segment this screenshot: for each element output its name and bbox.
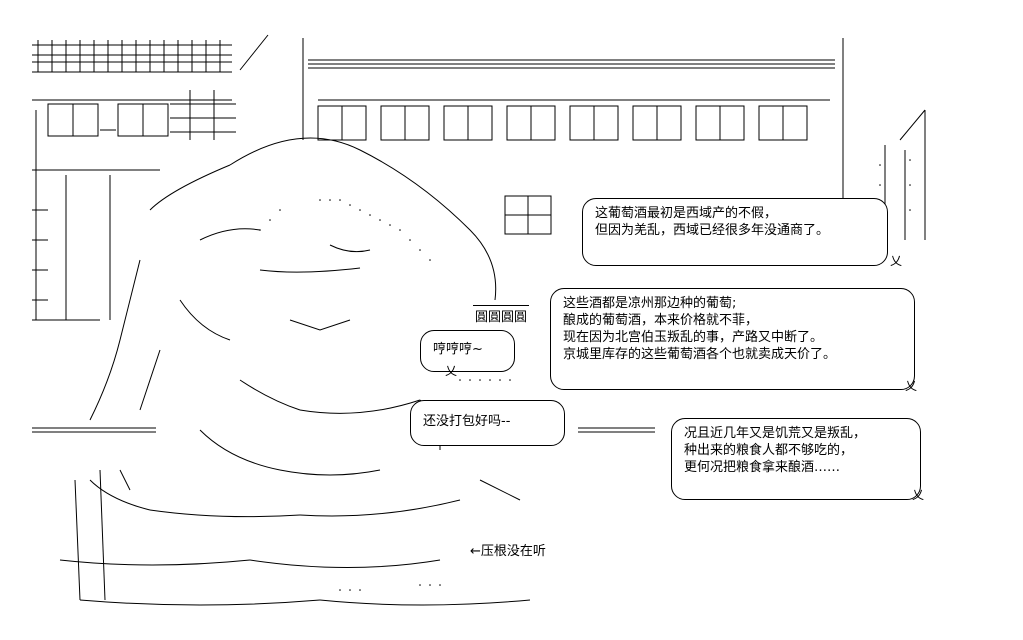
bubble-tail-icon: 乂 (890, 254, 903, 268)
bubble-tail-icon: 乂 (905, 379, 918, 393)
speech-bubble-famine: 况且近几年又是饥荒又是叛乱， 种出来的粮食人都不够吃的， 更何况把粮食拿来酿酒…… (671, 418, 921, 500)
speech-bubble-wine-origin: 这葡萄酒最初是西域产的不假， 但因为羌乱，西域已经很多年没通商了。 (582, 198, 888, 266)
bubble-tail-icon: 乂 (912, 488, 925, 502)
bubble-line: 现在因为北宫伯玉叛乱的事，产路又中断了。 (563, 330, 824, 345)
roof-tiles-left (32, 34, 269, 73)
shop-sign: 圓圓圓圓 (473, 305, 530, 325)
speech-bubble-liangzhou: 这些酒都是凉州那边种的葡萄; 酿成的葡萄酒，本来价格就不菲， 现在因为北宫伯玉叛… (550, 288, 915, 390)
aside-annotation: ←压根没在听 (470, 544, 546, 559)
bubble-line: 种出来的粮食人都不够吃的， (684, 443, 854, 458)
bubble-line: 更何况把粮食拿来酿酒…… (684, 460, 841, 475)
bubble-line: 况且近几年又是饥荒又是叛乱， (684, 426, 867, 441)
bubble-line: 酿成的葡萄酒，本来价格就不菲， (563, 313, 759, 328)
left-building (32, 90, 236, 321)
speech-bubble-hum: 哼哼哼~ (420, 330, 515, 372)
ascii-dots (259, 159, 911, 591)
bubble-line: 还没打包好吗-- (423, 414, 511, 429)
right-building (302, 38, 926, 240)
bubble-line: 但因为羌乱，西域已经很多年没通商了。 (595, 223, 830, 238)
bubble-line: 这葡萄酒最初是西域产的不假， (595, 206, 778, 221)
bubble-tail-icon: 乂 (445, 364, 458, 378)
bubble-line: 这些酒都是凉州那边种的葡萄; (563, 296, 737, 311)
bubble-line: 京城里库存的这些葡萄酒各个也就卖成天价了。 (563, 347, 837, 362)
speech-bubble-not-packed: 还没打包好吗-- (410, 400, 565, 446)
bubble-line: 哼哼哼~ (433, 342, 483, 357)
table-edges (32, 427, 655, 433)
